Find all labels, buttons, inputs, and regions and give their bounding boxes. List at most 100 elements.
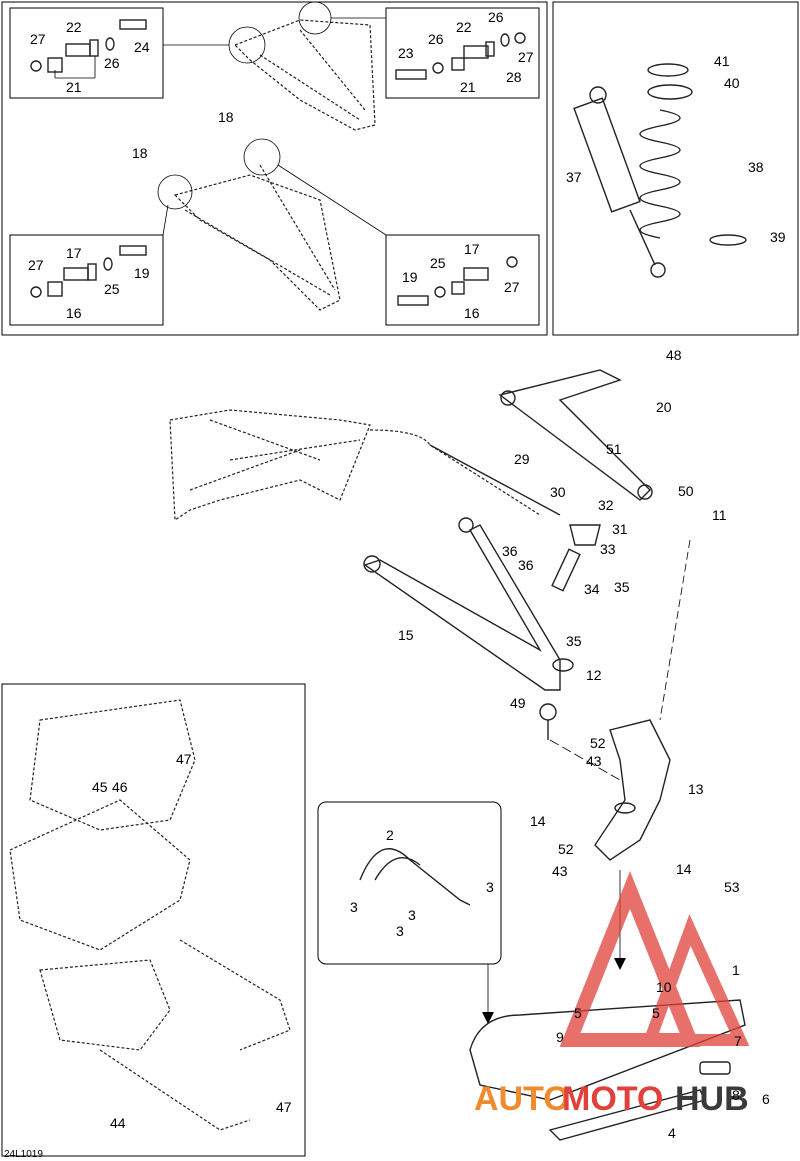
callout-26: 26	[488, 9, 504, 25]
callout-41: 41	[714, 53, 730, 69]
inset-lower-right	[385, 234, 540, 326]
coil-spring	[639, 63, 747, 246]
callout-43: 43	[586, 753, 602, 769]
callout-18: 18	[218, 109, 234, 125]
callout-35: 35	[566, 633, 582, 649]
front-frame-sketch	[9, 699, 291, 1131]
callout-51: 51	[606, 441, 622, 457]
callout-7: 7	[734, 1033, 742, 1049]
callout-40: 40	[724, 75, 740, 91]
upper-left-hardware	[30, 19, 147, 79]
callout-30: 30	[550, 484, 566, 500]
ball-joint	[539, 703, 557, 740]
reference-dash-line	[369, 429, 541, 516]
callout-22: 22	[66, 19, 82, 35]
axis-dash	[549, 739, 621, 781]
callout-3: 3	[486, 879, 494, 895]
callout-5: 5	[652, 1005, 660, 1021]
runner-inset-frame	[317, 801, 502, 965]
callout-5: 5	[574, 1005, 582, 1021]
callout-44: 44	[110, 1115, 126, 1131]
callout-52: 52	[590, 735, 606, 751]
callout-28: 28	[506, 69, 522, 85]
watermark-part3: HUB	[675, 1080, 749, 1118]
callout-19: 19	[402, 269, 418, 285]
inset-upper-left	[9, 7, 164, 99]
callout-16: 16	[66, 305, 82, 321]
frame-mount-frame	[1, 683, 306, 1157]
callout-39: 39	[770, 229, 786, 245]
callout-26: 26	[104, 55, 120, 71]
inset-arrow-head	[482, 1012, 494, 1024]
callout-50: 50	[678, 483, 694, 499]
inset-lower-left	[9, 234, 164, 326]
arrow-head-ski	[614, 958, 626, 970]
callout-43: 43	[552, 863, 568, 879]
upper-a-arm-top	[163, 1, 386, 131]
callout-29: 29	[514, 451, 530, 467]
callout-9: 9	[556, 1029, 564, 1045]
sway-bar-link	[429, 444, 561, 516]
callout-49: 49	[510, 695, 526, 711]
callout-11: 11	[712, 507, 727, 523]
callout-17: 17	[66, 245, 82, 261]
callout-25: 25	[430, 255, 446, 271]
callout-31: 31	[612, 521, 628, 537]
upper-a-arm-main	[498, 369, 653, 501]
lower-a-arm-top	[157, 138, 387, 311]
callout-45: 45	[92, 779, 108, 795]
callout-47: 47	[176, 751, 192, 767]
callout-8: 8	[732, 1087, 740, 1103]
callout-12: 12	[586, 667, 602, 683]
spindle	[594, 719, 671, 861]
callout-17: 17	[464, 241, 480, 257]
callout-10: 10	[656, 979, 672, 995]
callout-27: 27	[30, 31, 46, 47]
callout-16: 16	[464, 305, 480, 321]
watermark-logo	[559, 871, 750, 1047]
callout-24: 24	[134, 39, 150, 55]
callout-14: 14	[530, 813, 546, 829]
tie-rod-dash	[659, 539, 691, 721]
callout-32: 32	[598, 497, 614, 513]
chassis-sketch	[169, 409, 371, 522]
callout-1: 1	[732, 962, 740, 978]
lower-a-arm-main	[363, 517, 574, 691]
callout-22: 22	[456, 19, 472, 35]
callout-3: 3	[396, 923, 404, 939]
callout-27: 27	[504, 279, 520, 295]
callout-46: 46	[112, 779, 128, 795]
callout-52: 52	[558, 841, 574, 857]
callout-2: 2	[386, 827, 394, 843]
callout-37: 37	[566, 169, 582, 185]
callout-48: 48	[666, 347, 682, 363]
callout-14: 14	[676, 861, 692, 877]
callout-20: 20	[656, 399, 672, 415]
watermark-part2: MOTO	[562, 1080, 663, 1118]
callout-23: 23	[398, 45, 414, 61]
callout-36: 36	[502, 543, 518, 559]
callout-3: 3	[350, 899, 358, 915]
lower-right-hardware	[397, 256, 518, 306]
watermark-part1: AUTO	[474, 1080, 570, 1118]
callout-36: 36	[518, 557, 534, 573]
shock-frame	[552, 1, 799, 336]
callout-21: 21	[66, 79, 82, 95]
runner-bracket	[359, 848, 471, 906]
callout-26: 26	[428, 31, 444, 47]
callout-33: 33	[600, 541, 616, 557]
ski	[469, 999, 746, 1141]
callout-4: 4	[668, 1125, 676, 1141]
callout-15: 15	[398, 627, 414, 643]
callout-47: 47	[276, 1099, 292, 1115]
callout-21: 21	[460, 79, 476, 95]
reference-code: 24L1019	[4, 1149, 43, 1160]
shock-absorber	[573, 86, 666, 278]
callout-27: 27	[28, 257, 44, 273]
callout-13: 13	[688, 781, 704, 797]
upper-a-arms-frame	[1, 1, 548, 336]
callout-3: 3	[408, 907, 416, 923]
callout-35: 35	[614, 579, 630, 595]
callout-18: 18	[132, 145, 148, 161]
